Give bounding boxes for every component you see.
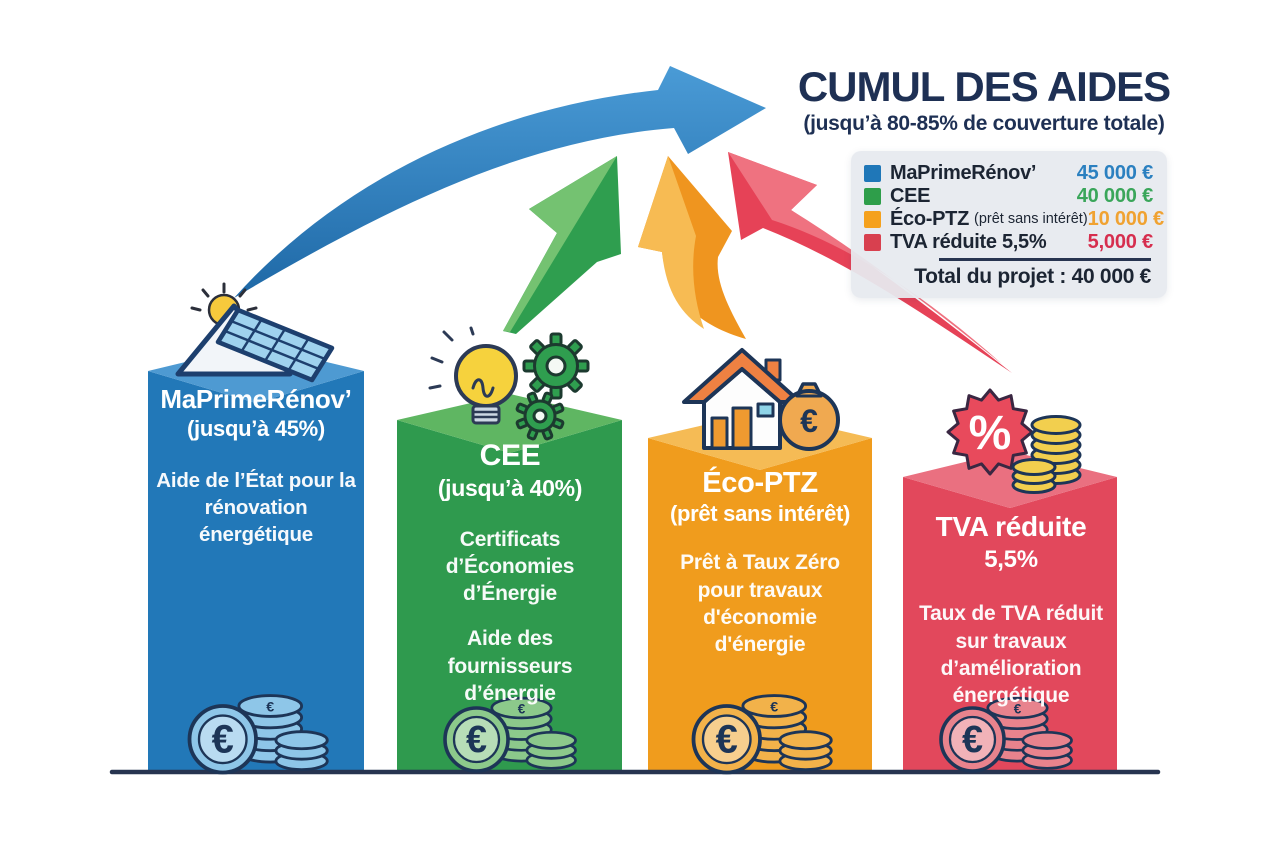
legend-row-ecoptz: Éco-PTZ (prêt sans intérêt) 10 000 € xyxy=(864,207,1164,230)
column-title: MaPrimeRénov’ xyxy=(160,384,352,414)
column-title: CEE xyxy=(479,439,541,472)
project-total-value: 40 000 € xyxy=(1071,265,1152,288)
money-bag-icon: € xyxy=(778,382,840,451)
lightbulb-icon xyxy=(428,326,518,425)
legend-swatch-orange xyxy=(864,210,881,228)
legend-label: Éco-PTZ xyxy=(890,207,970,230)
column-subtitle: (prêt sans intérêt) xyxy=(669,501,851,527)
gear-large-icon xyxy=(522,332,590,400)
column-text-cee: CEE (jusqu’à 40%) Certificats d’Économie… xyxy=(399,440,621,707)
aid-totals-legend: MaPrimeRénov’ 45 000 € CEE 40 000 € Éco-… xyxy=(851,151,1167,298)
column-description: Prêt à Taux Zéro pour travaux d'économie… xyxy=(680,551,840,657)
column-body xyxy=(397,420,622,770)
legend-label: CEE xyxy=(890,184,931,207)
lightbulb-gears-icon xyxy=(428,326,590,441)
solar-panel-icon xyxy=(215,307,335,383)
percent-badge-coins-icon: % xyxy=(946,388,1082,494)
column-subtitle: (jusqu’à 45%) xyxy=(187,416,325,442)
column-text-maprimerenov: MaPrimeRénov’ (jusqu’à 45%) Aide de l’Ét… xyxy=(150,384,362,548)
column-body xyxy=(148,371,364,770)
legend-value: 10 000 € xyxy=(1087,207,1164,230)
legend-row-cee: CEE 40 000 € xyxy=(864,185,1153,207)
column-body xyxy=(903,477,1117,770)
gear-small-icon xyxy=(515,391,565,441)
legend-row-maprimerenov: MaPrimeRénov’ 45 000 € xyxy=(864,162,1153,184)
column-top-face xyxy=(397,394,622,453)
page-subtitle: (jusqu’à 80-85% de couverture totale) xyxy=(803,112,1165,135)
legend-note: (prêt sans intérêt) xyxy=(974,211,1088,227)
legend-swatch-blue xyxy=(864,164,881,182)
page-title: CUMUL DES AIDES xyxy=(797,63,1171,110)
legend-label: MaPrimeRénov’ xyxy=(890,161,1037,184)
house-moneybag-icon: € xyxy=(682,348,840,451)
legend-value: 45 000 € xyxy=(1076,161,1153,184)
column-description: Taux de TVA réduit sur travaux d’amélior… xyxy=(919,602,1103,708)
column-title: TVA réduite xyxy=(935,511,1087,542)
column-title: Éco-PTZ xyxy=(702,467,818,499)
project-total-label: Total du projet : xyxy=(914,265,1067,288)
blue-curved-arrow xyxy=(234,66,766,298)
legend-label: TVA réduite 5,5% xyxy=(890,230,1047,253)
gold-coins-icon xyxy=(1011,415,1082,494)
red-curved-arrow-highlight xyxy=(728,152,1002,364)
roof-solar-sun-icon xyxy=(175,282,335,383)
project-total: Total du projet : 40 000 € xyxy=(864,265,1153,289)
red-curved-arrow xyxy=(728,152,1012,373)
legend-value: 40 000 € xyxy=(1076,184,1153,207)
column-body xyxy=(648,438,872,770)
orange-curved-arrow-highlight xyxy=(638,156,704,329)
column-description: Aide de l’État pour la rénovation énergé… xyxy=(156,469,356,546)
legend-swatch-red xyxy=(864,233,881,251)
column-description-2: Aide des fournisseurs d’énergie xyxy=(447,627,573,705)
column-cee xyxy=(397,394,622,770)
legend-swatch-green xyxy=(864,187,881,205)
percent-badge-icon: % xyxy=(946,388,1034,476)
column-subtitle: (jusqu’à 40%) xyxy=(437,474,583,501)
legend-separator xyxy=(939,258,1151,261)
svg-text:€: € xyxy=(800,403,818,439)
green-up-arrow-highlight xyxy=(503,156,617,332)
column-subtitle: 5,5% xyxy=(984,546,1038,574)
legend-row-tva: TVA réduite 5,5% 5,000 € xyxy=(864,231,1153,253)
column-text-ecoptz: Éco-PTZ (prêt sans intérêt) Prêt à Taux … xyxy=(650,468,870,659)
converging-arrows xyxy=(234,66,1012,373)
svg-text:%: % xyxy=(969,407,1012,460)
header: CUMUL DES AIDES (jusqu’à 80-85% de couve… xyxy=(758,66,1210,136)
legend-value: 5,000 € xyxy=(1087,230,1154,253)
column-text-tva: TVA réduite 5,5% Taux de TVA réduit sur … xyxy=(905,512,1117,710)
column-description: Certificats d’Économies d’Énergie xyxy=(445,527,575,606)
